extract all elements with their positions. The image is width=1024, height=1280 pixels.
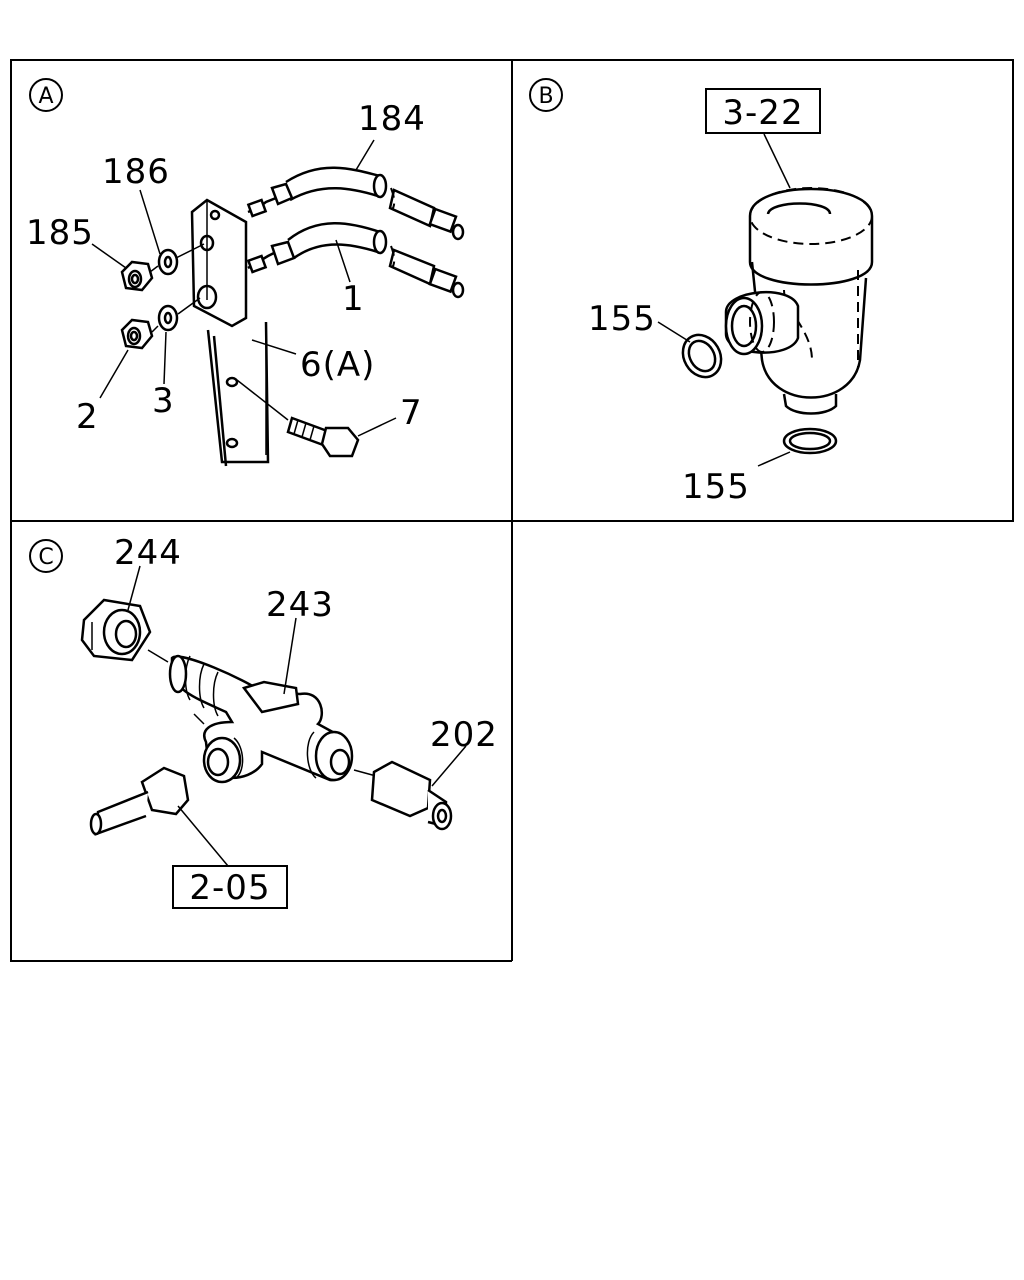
nipple-202 <box>370 760 453 831</box>
washer-3 <box>157 304 179 332</box>
panel-a-marker: A <box>29 78 63 112</box>
tee-fitting-243 <box>168 654 354 784</box>
washer-186 <box>157 248 179 276</box>
panel-b-marker: B <box>529 78 563 112</box>
label-155-upper: 155 <box>588 299 656 339</box>
label-243: 243 <box>266 585 334 625</box>
label-3: 3 <box>152 381 175 421</box>
bolt-7 <box>236 379 360 458</box>
svg-text:C: C <box>38 545 53 570</box>
label-1: 1 <box>342 279 365 319</box>
hose-lower <box>246 222 465 299</box>
bracket-plate <box>190 198 270 467</box>
panel-b: B 3-22 <box>529 78 874 507</box>
svg-text:2-05: 2-05 <box>189 868 270 908</box>
svg-text:A: A <box>38 84 53 109</box>
label-2: 2 <box>76 397 99 437</box>
filter-canister <box>724 187 874 415</box>
oring-155-upper <box>681 333 723 379</box>
label-244: 244 <box>114 533 182 573</box>
nut-244 <box>80 598 152 662</box>
svg-text:B: B <box>538 84 553 109</box>
pipe-flare-nut <box>89 766 190 836</box>
panel-a: A <box>26 78 465 467</box>
diagram-frame <box>10 59 1014 962</box>
nut-185 <box>120 260 154 292</box>
label-185: 185 <box>26 213 94 253</box>
hose-upper <box>246 166 465 241</box>
reference-box-2-05: 2-05 <box>172 865 288 909</box>
label-7: 7 <box>400 393 423 433</box>
label-184: 184 <box>358 99 426 139</box>
nut-2 <box>120 318 154 350</box>
label-6a: 6(A) <box>300 345 375 385</box>
reference-box-3-22: 3-22 <box>705 88 821 134</box>
panel-c-marker: C <box>29 539 63 573</box>
oring-155-lower <box>782 427 838 455</box>
panel-c: C <box>29 533 498 909</box>
label-202: 202 <box>430 715 498 755</box>
label-155-lower: 155 <box>682 467 750 507</box>
label-186: 186 <box>102 152 170 192</box>
svg-text:3-22: 3-22 <box>722 93 803 133</box>
